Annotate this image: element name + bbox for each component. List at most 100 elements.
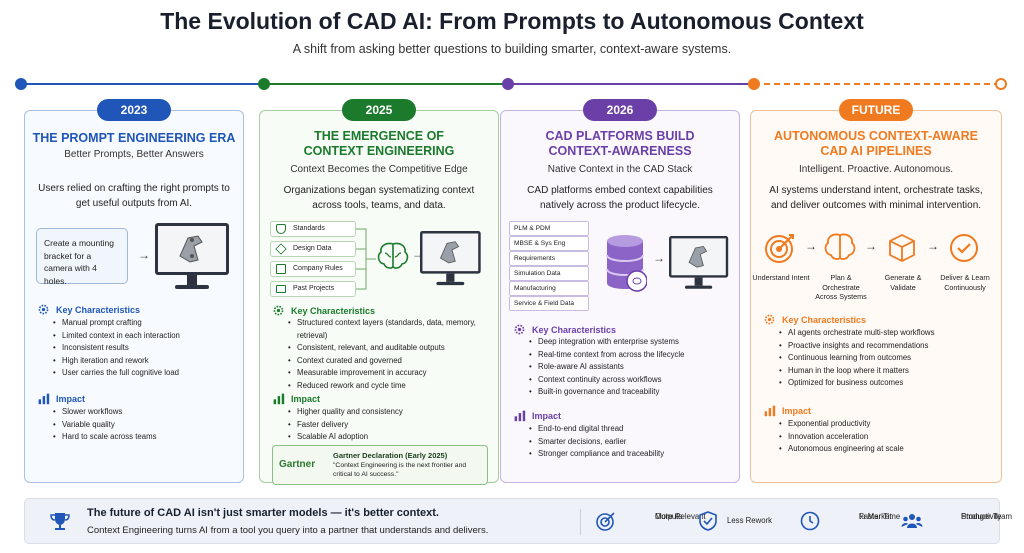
list-item: Manual prompt crafting	[53, 317, 238, 330]
list-item: Hard to scale across teams	[53, 431, 238, 444]
list-item: Structured context layers (standards, da…	[288, 317, 493, 342]
footer-subtext: Context Engineering turns AI from a tool…	[87, 525, 489, 536]
timeline-segment	[264, 83, 508, 85]
target-icon	[596, 512, 615, 531]
gear-icon	[273, 305, 284, 316]
folder-icon	[276, 285, 286, 293]
monitor-icon	[155, 223, 229, 293]
card-subtitle: Intelligent. Proactive. Autonomous.	[799, 164, 953, 175]
stack-item: Service & Field Data	[509, 296, 589, 311]
card-2023: 2023 THE PROMPT ENGINEERING ERA Better P…	[24, 99, 244, 483]
monitor-icon	[669, 236, 729, 292]
monitor-icon	[420, 231, 481, 288]
year-badge: FUTURE	[839, 99, 913, 121]
list-item: Stronger compliance and traceability	[529, 448, 734, 461]
trophy-icon	[50, 513, 70, 530]
check-circle-icon	[950, 234, 978, 262]
shield-check-icon	[699, 511, 717, 531]
section-key-characteristics: Key Characteristics	[272, 304, 375, 317]
list-item: Measurable improvement in accuracy	[288, 367, 493, 380]
list-item: Deep integration with enterprise systems	[529, 336, 734, 349]
section-key-characteristics: Key Characteristics	[513, 323, 616, 336]
card-title: THE PROMPT ENGINEERING ERA	[32, 131, 236, 145]
list-item: Context continuity across workflows	[529, 374, 734, 387]
gartner-title: Gartner Declaration (Early 2025)	[333, 451, 448, 460]
impact-list: End-to-end digital thread Smarter decisi…	[529, 423, 734, 461]
timeline-segment	[508, 83, 754, 85]
list-item: Exponential productivity	[779, 418, 994, 431]
key-list: AI agents orchestrate multi-step workflo…	[779, 327, 994, 390]
card-subtitle: Better Prompts, Better Answers	[64, 149, 204, 160]
section-key-characteristics: Key Characteristics	[763, 313, 866, 326]
list-item: Consistent, relevant, and auditable outp…	[288, 342, 493, 355]
list-item: Context curated and governed	[288, 355, 493, 368]
list-item: Built-in governance and traceability	[529, 386, 734, 399]
list-item: High iteration and rework	[53, 355, 238, 368]
list-item: Innovation acceleration	[779, 431, 994, 444]
database-icon	[606, 235, 647, 292]
page-title: The Evolution of CAD AI: From Prompts to…	[160, 8, 864, 34]
arrow-icon: →	[865, 239, 877, 253]
year-badge: 2023	[97, 99, 171, 121]
gartner-callout: Gartner Gartner Declaration (Early 2025)…	[272, 445, 488, 485]
timeline-dot	[502, 78, 514, 90]
gear-icon	[514, 324, 525, 335]
context-item: Design Data	[270, 241, 356, 257]
card-description: AI systems understand intent, orchestrat…	[769, 185, 983, 211]
section-impact: Impact	[763, 404, 811, 417]
page-subtitle: A shift from asking better questions to …	[292, 42, 732, 56]
timeline-dot	[748, 78, 760, 90]
timeline-dot	[258, 78, 270, 90]
list-item: Optimized for business outcomes	[779, 377, 994, 390]
card-subtitle: Context Becomes the Competitive Edge	[290, 164, 468, 175]
list-item: Human in the loop where it matters	[779, 365, 994, 378]
card-description: Users relied on crafting the right promp…	[38, 183, 230, 209]
gear-icon	[38, 304, 49, 315]
key-list: Manual prompt crafting Limited context i…	[53, 317, 238, 380]
section-impact: Impact	[37, 392, 85, 405]
list-item: Role-aware AI assistants	[529, 361, 734, 374]
list-item: User carries the full cognitive load	[53, 367, 238, 380]
stack-item: PLM & PDM	[509, 221, 589, 236]
year-badge: 2026	[583, 99, 657, 121]
list-item: End-to-end digital thread	[529, 423, 734, 436]
shield-icon	[276, 224, 286, 234]
footer-banner: The future of CAD AI isn't just smarter …	[24, 498, 1012, 544]
prompt-example: Create a mounting bracket for a camera w…	[36, 228, 128, 286]
list-item: Higher quality and consistency	[288, 406, 493, 419]
key-list: Structured context layers (standards, da…	[288, 317, 493, 393]
brain-icon	[824, 233, 856, 260]
team-icon	[901, 514, 923, 528]
bar-chart-icon	[38, 393, 50, 405]
divider	[580, 509, 581, 535]
timeline	[0, 76, 1024, 92]
step-label: Plan & Orchestrate Across Systems	[815, 273, 867, 301]
card-description: CAD platforms embed context capabilities…	[527, 185, 713, 211]
bar-chart-icon	[514, 410, 526, 422]
arrow-icon: →	[138, 248, 150, 262]
stack-item: Requirements	[509, 251, 589, 266]
context-item: Past Projects	[270, 281, 356, 297]
timeline-segment-dashed	[754, 83, 1000, 85]
arrow-icon: →	[927, 239, 939, 253]
list-item: Reduced rework and cycle time	[288, 380, 493, 393]
list-item: Slower workflows	[53, 406, 238, 419]
list-item: Inconsistent results	[53, 342, 238, 355]
list-item: Limited context in each interaction	[53, 330, 238, 343]
list-item: Real-time context from across the lifecy…	[529, 349, 734, 362]
footer-headline: The future of CAD AI isn't just smarter …	[87, 507, 439, 519]
list-item: Faster delivery	[288, 419, 493, 432]
card-subtitle: Native Context in the CAD Stack	[547, 164, 693, 175]
target-icon	[765, 234, 794, 263]
gartner-quote: "Context Engineering is the next frontie…	[333, 462, 467, 478]
list-item: Autonomous engineering at scale	[779, 443, 994, 456]
gartner-logo: Gartner	[279, 459, 316, 470]
year-badge: 2025	[342, 99, 416, 121]
key-list: Deep integration with enterprise systems…	[529, 336, 734, 399]
stack-item: Simulation Data	[509, 266, 589, 281]
clock-icon	[800, 511, 820, 531]
list-item: Scalable AI adoption	[288, 431, 493, 444]
arrow-icon: →	[805, 239, 817, 253]
